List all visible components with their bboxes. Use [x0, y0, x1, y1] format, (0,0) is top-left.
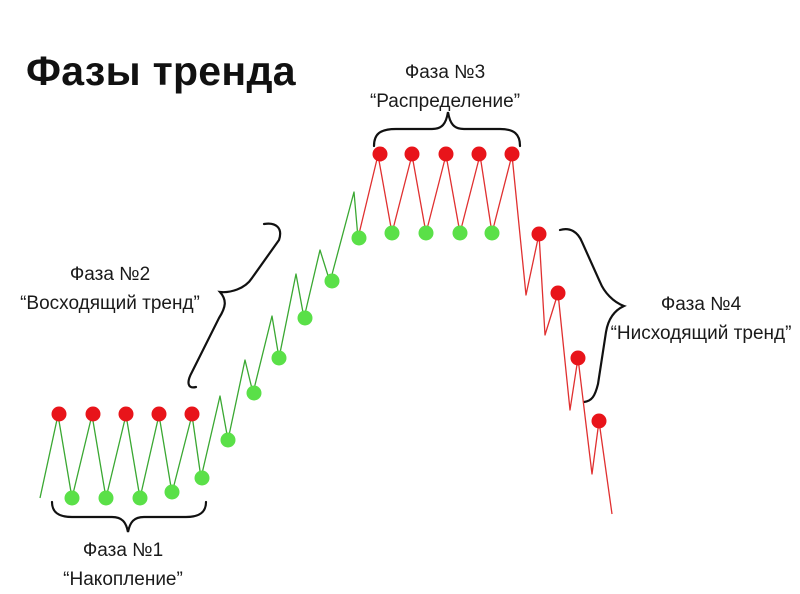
low-marker [297, 310, 313, 326]
high-marker [85, 406, 101, 422]
low-marker [194, 470, 210, 486]
phase-4-name: Фаза №4 [660, 294, 742, 315]
low-marker [452, 225, 468, 241]
phase-2-name: Фаза №2 [69, 264, 151, 285]
downtrend-price-line [357, 154, 613, 515]
phase-1-label: Фаза №1 “Накопление” [18, 536, 228, 594]
high-marker [550, 285, 566, 301]
high-marker [531, 226, 547, 242]
phase-2-brace [187, 222, 282, 389]
high-marker [591, 413, 607, 429]
high-marker [404, 146, 420, 162]
high-marker [570, 350, 586, 366]
low-marker [132, 490, 148, 506]
low-marker [246, 385, 262, 401]
low-marker [351, 230, 367, 246]
low-marker [484, 225, 500, 241]
braces [50, 111, 627, 533]
phase-3-name: Фаза №3 [404, 62, 486, 83]
uptrend-price-line [39, 191, 359, 499]
high-marker [438, 146, 454, 162]
phase-4-description: “Нисходящий тренд” [610, 323, 792, 344]
phase-1-name: Фаза №1 [82, 540, 164, 561]
low-marker [98, 490, 114, 506]
low-marker [164, 484, 180, 500]
low-marker [271, 350, 287, 366]
high-marker [504, 146, 520, 162]
high-marker [372, 146, 388, 162]
phase-2-label: Фаза №2 “Восходящий тренд” [0, 260, 220, 318]
phase-2-description: “Восходящий тренд” [20, 293, 200, 314]
high-marker [151, 406, 167, 422]
low-marker [418, 225, 434, 241]
phase-1-brace [50, 500, 208, 533]
phase-3-brace [372, 111, 522, 148]
diagram-title: Фазы тренда [26, 48, 296, 94]
high-marker [471, 146, 487, 162]
low-marker [324, 273, 340, 289]
markers [51, 146, 607, 506]
phase-1-description: “Накопление” [63, 569, 183, 590]
high-marker [118, 406, 134, 422]
phase-3-description: “Распределение” [369, 91, 521, 112]
low-marker [220, 432, 236, 448]
phase-4-label: Фаза №4 “Нисходящий тренд” [602, 290, 800, 348]
price-lines [39, 154, 613, 515]
high-marker [184, 406, 200, 422]
low-marker [64, 490, 80, 506]
phase-3-label: Фаза №3 “Распределение” [340, 58, 550, 116]
low-marker [384, 225, 400, 241]
phase-4-brace [558, 228, 627, 404]
high-marker [51, 406, 67, 422]
